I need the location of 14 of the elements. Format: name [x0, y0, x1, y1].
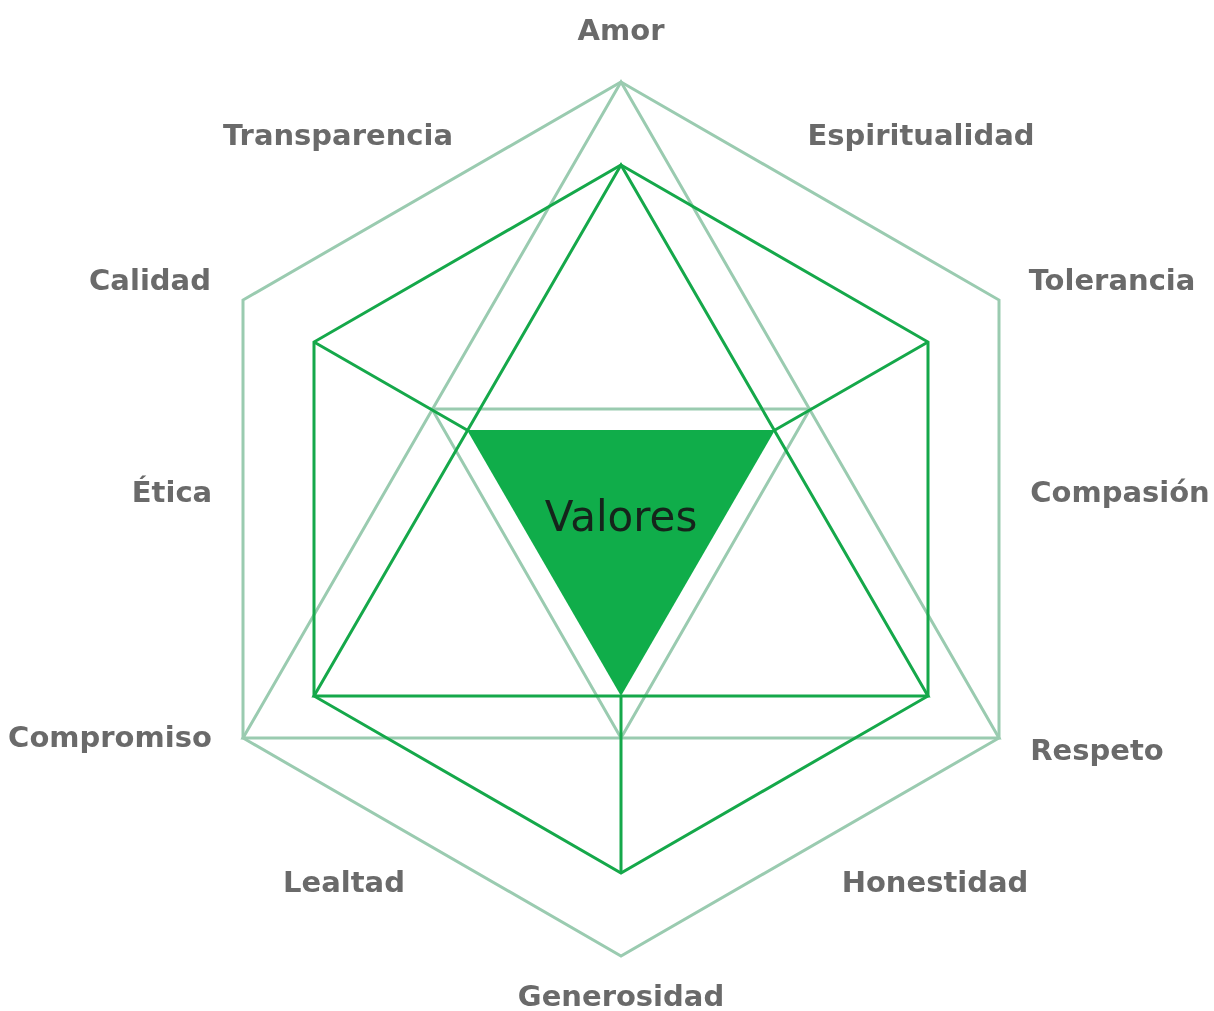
value-label: Calidad	[89, 263, 211, 297]
value-label: Lealtad	[283, 865, 405, 899]
value-label: Amor	[577, 13, 665, 47]
value-label: Generosidad	[517, 979, 725, 1011]
value-label: Compasión	[1030, 475, 1210, 509]
value-label: Espiritualidad	[807, 118, 1035, 152]
value-label: Tolerancia	[1028, 263, 1196, 297]
value-label: Transparencia	[223, 118, 453, 152]
value-label: Compromiso	[8, 720, 212, 754]
value-label: Ética	[131, 475, 213, 509]
triangle-node	[467, 430, 775, 696]
value-label: Respeto	[1030, 733, 1164, 767]
node-title: Valores	[543, 492, 699, 541]
value-label: Honestidad	[841, 865, 1029, 899]
